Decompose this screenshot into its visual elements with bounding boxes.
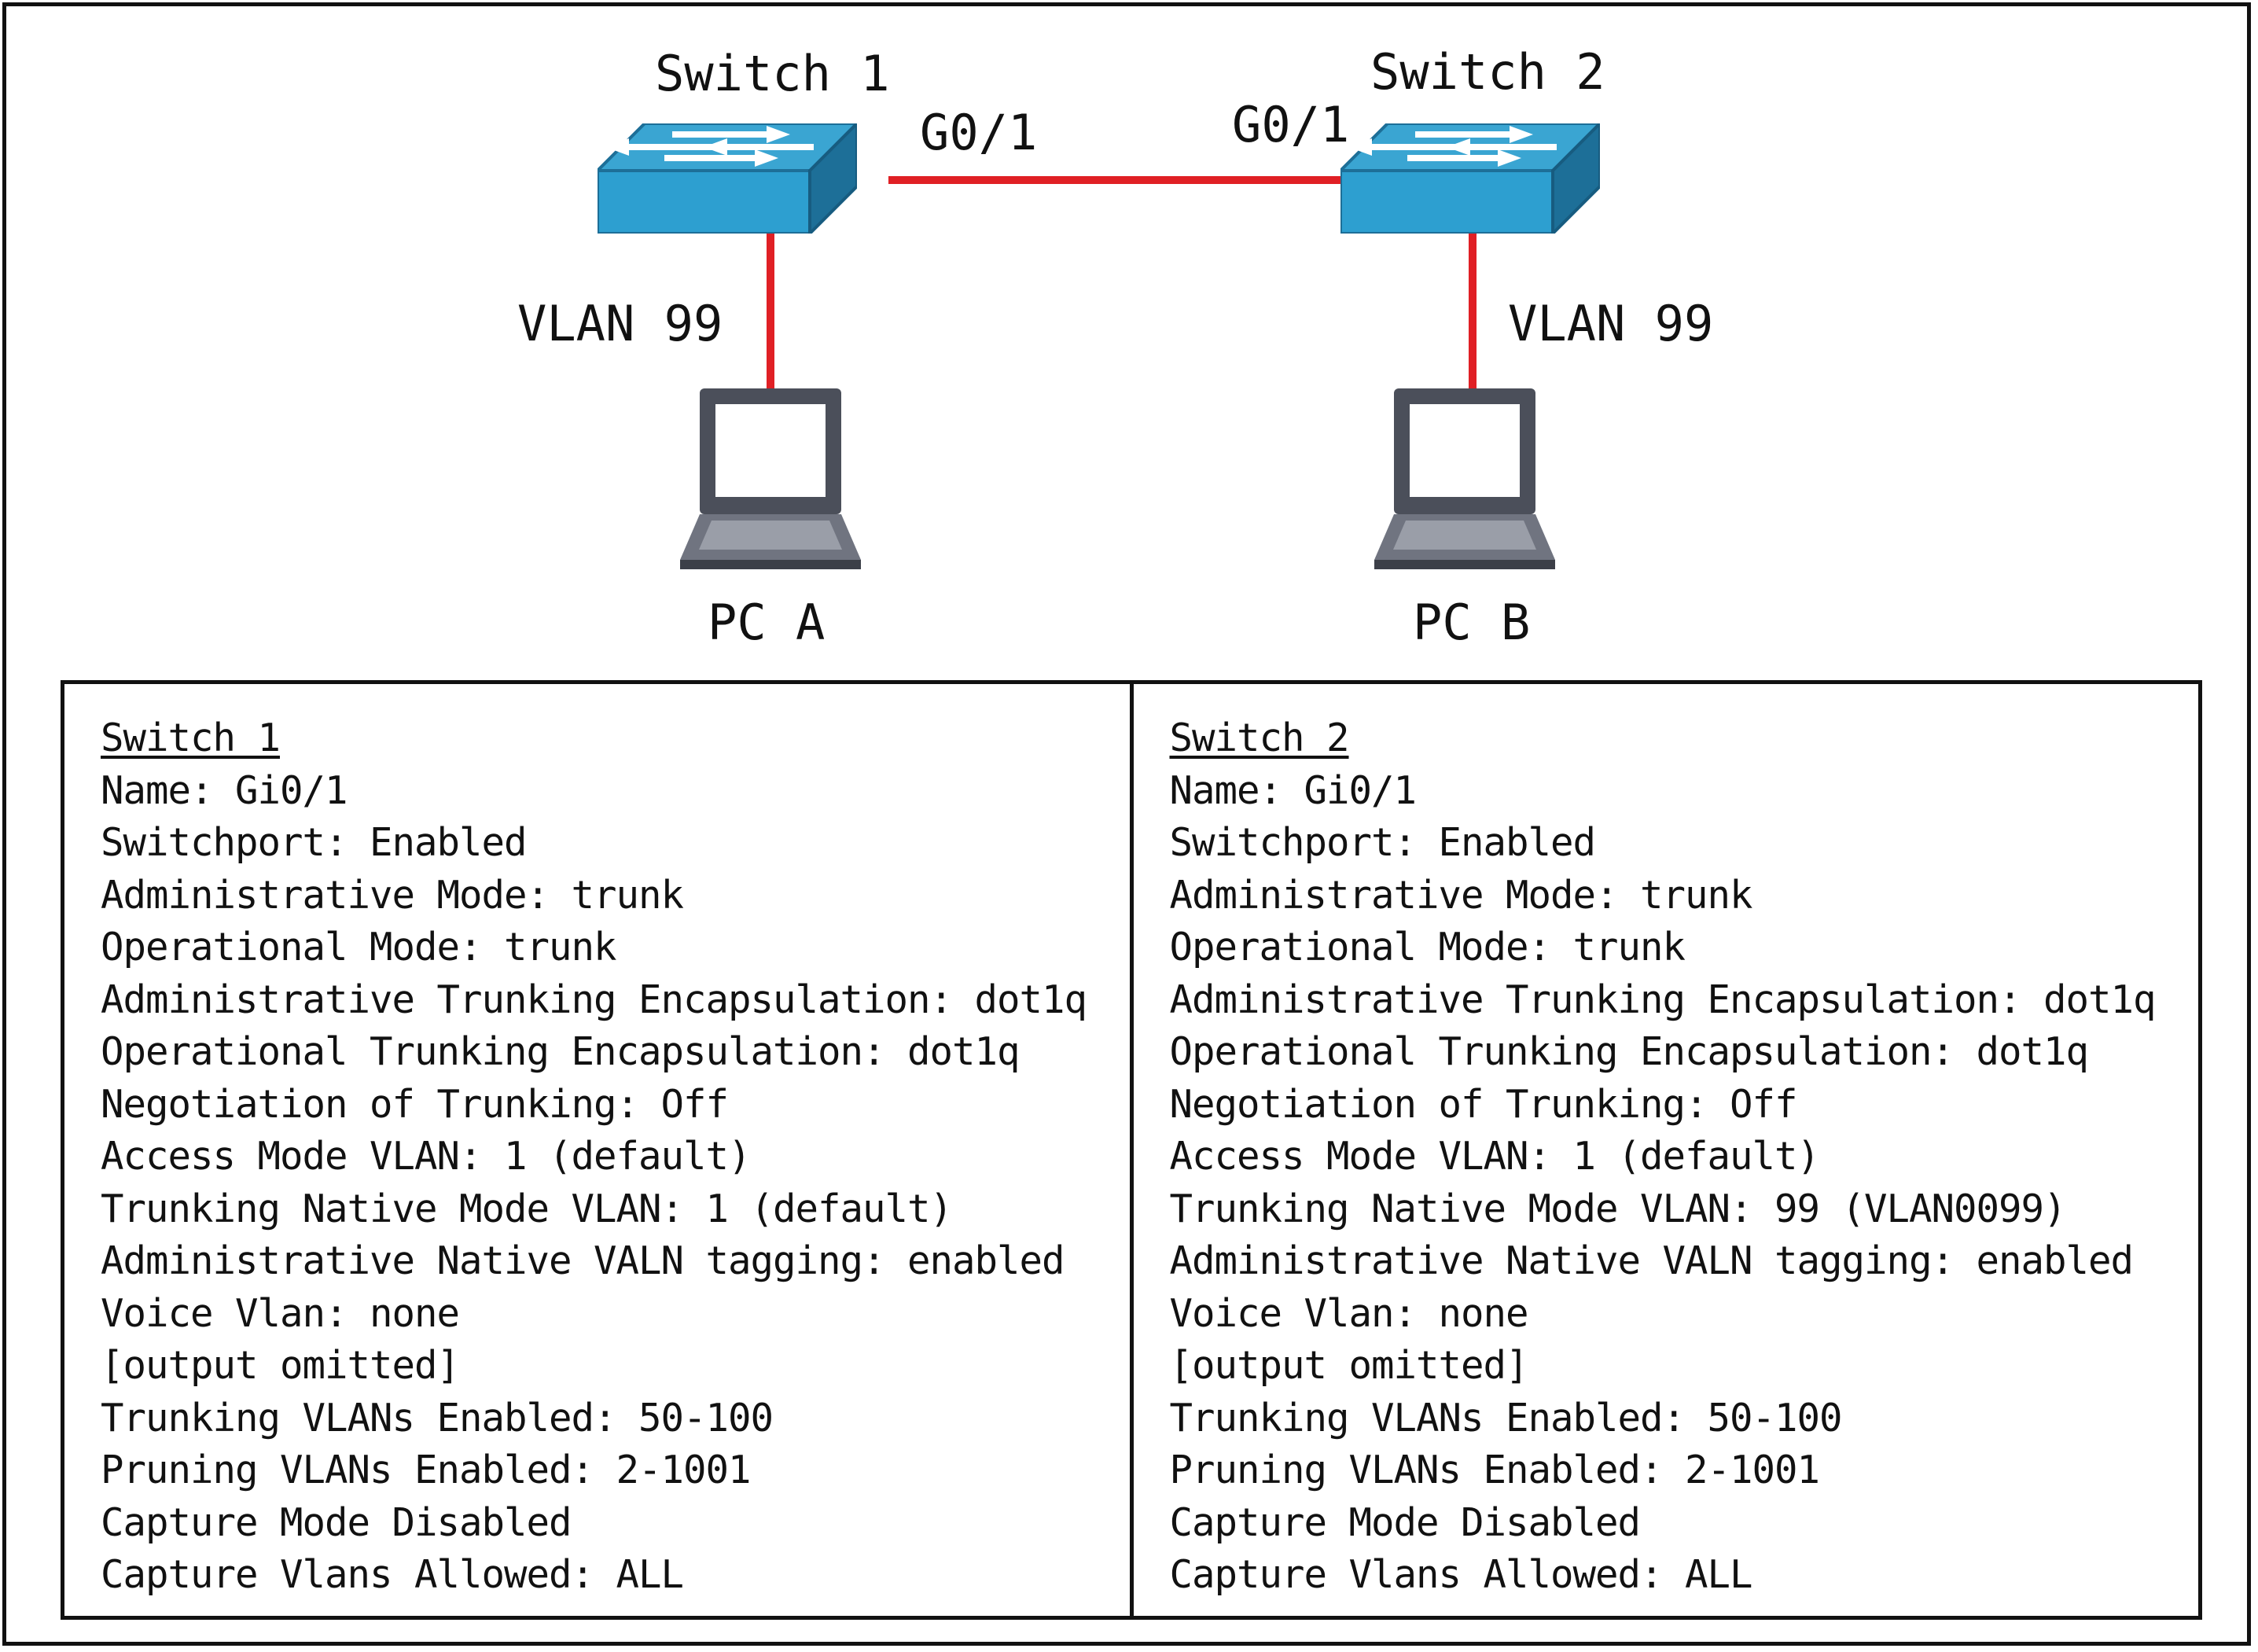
- switch-2-vlan-label: VLAN 99: [1508, 295, 1713, 352]
- output-line: Access Mode VLAN: 1 (default): [1169, 1134, 1821, 1179]
- output-line: Trunking Native Mode VLAN: 1 (default): [101, 1186, 953, 1231]
- switch-1-label: Switch 1: [655, 45, 890, 102]
- network-topology: Switch 1 Switch 2 G0/1 G0/1 VLAN 99 VLAN…: [517, 43, 1713, 651]
- output-line: Pruning VLANs Enabled: 2-1001: [1169, 1448, 1821, 1492]
- output-line: Operational Mode: trunk: [101, 925, 617, 969]
- output-line: [output omitted]: [1169, 1343, 1529, 1388]
- output-line: Operational Mode: trunk: [1169, 925, 1686, 969]
- output-lines: Name: Gi0/1 Switchport: Enabled Administ…: [101, 765, 1130, 1602]
- output-line: Pruning VLANs Enabled: 2-1001: [101, 1448, 752, 1492]
- switch-2-label: Switch 2: [1370, 43, 1605, 101]
- output-line: Operational Trunking Encapsulation: dot1…: [101, 1029, 1021, 1074]
- output-line: Trunking VLANs Enabled: 50-100: [101, 1395, 774, 1440]
- panel-title: Switch 1: [101, 716, 281, 760]
- output-line: Capture Vlans Allowed: ALL: [1169, 1552, 1753, 1597]
- output-line: Negotiation of Trunking: Off: [1169, 1081, 1798, 1127]
- switch-1-vlan-label: VLAN 99: [517, 295, 723, 352]
- panel-title: Switch 2: [1169, 716, 1350, 760]
- output-line: Administrative Trunking Encapsulation: d…: [1169, 977, 2157, 1022]
- output-line: Switchport: Enabled: [101, 820, 528, 865]
- output-lines: Name: Gi0/1 Switchport: Enabled Administ…: [1170, 765, 2199, 1602]
- switch-2-icon: [1340, 123, 1600, 234]
- switch-1-icon: [598, 123, 857, 234]
- output-line: Voice Vlan: none: [101, 1290, 460, 1336]
- output-line: Name: Gi0/1: [101, 767, 348, 813]
- output-line: Negotiation of Trunking: Off: [101, 1081, 729, 1127]
- pc-a-laptop-icon: [680, 388, 861, 569]
- output-line: Access Mode VLAN: 1 (default): [101, 1134, 752, 1179]
- show-interface-panels: Switch 1 Name: Gi0/1 Switchport: Enabled…: [61, 680, 2202, 1620]
- output-line: Trunking Native Mode VLAN: 99 (VLAN0099): [1169, 1186, 2067, 1231]
- switch-2-output-panel: Switch 2 Name: Gi0/1 Switchport: Enabled…: [1129, 684, 2199, 1616]
- switch-1-port-label: G0/1: [920, 104, 1037, 161]
- output-line: Operational Trunking Encapsulation: dot1…: [1169, 1029, 2090, 1074]
- switch-1-output-panel: Switch 1 Name: Gi0/1 Switchport: Enabled…: [64, 684, 1130, 1616]
- output-line: Administrative Native VALN tagging: enab…: [1169, 1238, 2135, 1283]
- output-line: Administrative Native VALN tagging: enab…: [101, 1238, 1065, 1283]
- output-line: Trunking VLANs Enabled: 50-100: [1169, 1395, 1843, 1440]
- output-line: Administrative Mode: trunk: [1169, 872, 1753, 918]
- output-line: [output omitted]: [101, 1343, 460, 1388]
- pc-b-label: PC B: [1413, 594, 1530, 651]
- output-line: Administrative Mode: trunk: [101, 872, 684, 918]
- output-line: Capture Vlans Allowed: ALL: [101, 1552, 684, 1597]
- output-line: Name: Gi0/1: [1169, 767, 1418, 813]
- output-line: Voice Vlan: none: [1169, 1290, 1529, 1336]
- pc-a-label: PC A: [708, 594, 825, 651]
- output-line: Capture Mode Disabled: [101, 1499, 572, 1545]
- switch-2-port-label: G0/1: [1232, 96, 1349, 153]
- output-line: Capture Mode Disabled: [1169, 1499, 1642, 1545]
- output-line: Switchport: Enabled: [1169, 820, 1597, 865]
- output-line: Administrative Trunking Encapsulation: d…: [101, 977, 1087, 1022]
- pc-b-laptop-icon: [1374, 388, 1555, 569]
